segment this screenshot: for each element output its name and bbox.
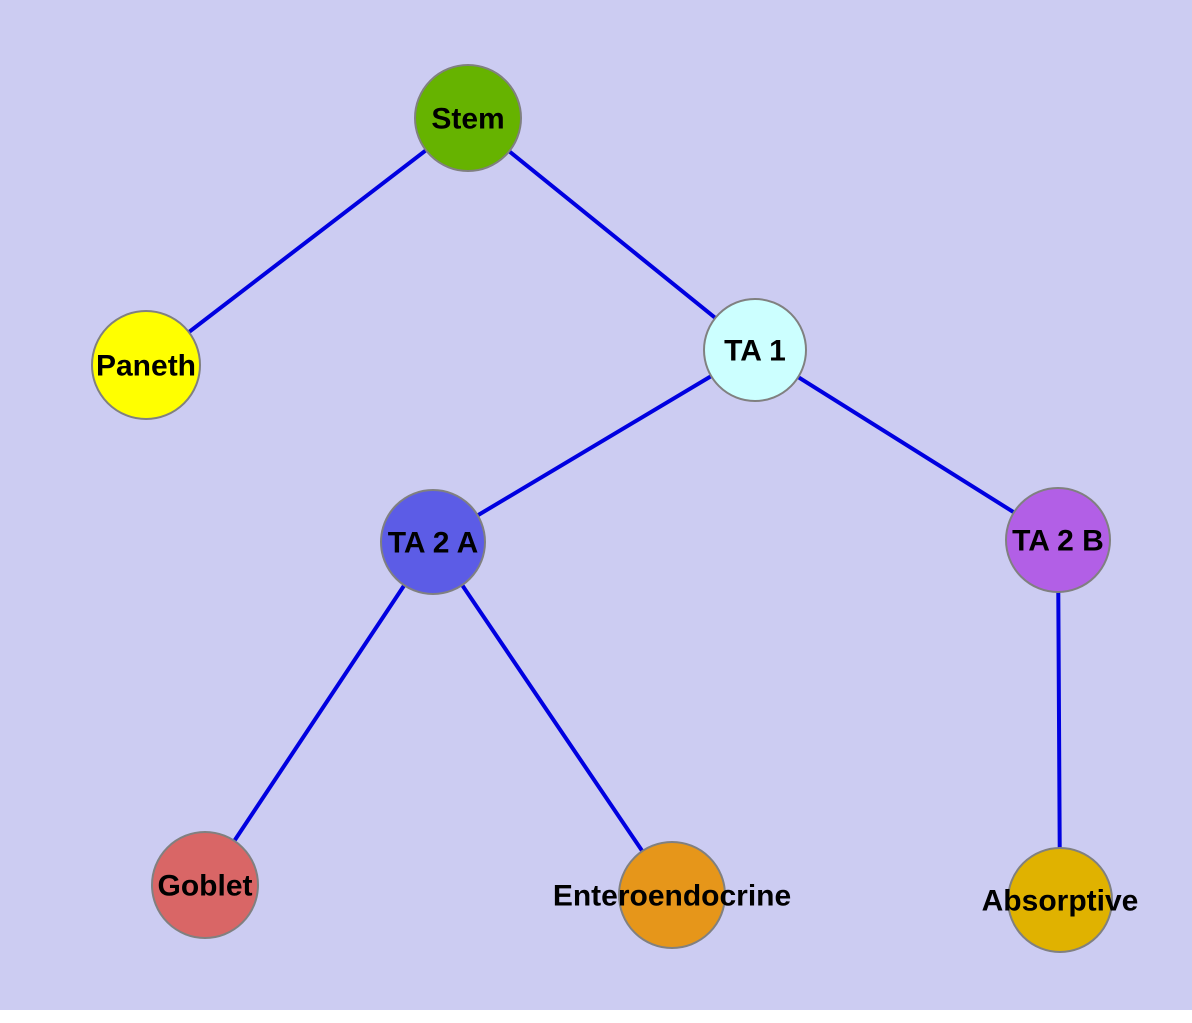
node-paneth[interactable]: Paneth [91,310,201,420]
node-circle-absorptive[interactable] [1007,847,1113,953]
edges-layer [144,116,1062,902]
node-circle-ta-2-a[interactable] [380,489,486,595]
edge-ta-2-a-to-goblet[interactable] [203,540,435,887]
node-circle-ta-1[interactable] [703,298,807,402]
edge-ta-1-to-ta-2-b[interactable] [753,348,1060,542]
node-circle-ta-2-b[interactable] [1005,487,1111,593]
node-circle-enteroendocrine[interactable] [618,841,726,949]
edge-ta-1-to-ta-2-a[interactable] [431,348,757,544]
node-ta-1[interactable]: TA 1 [703,298,807,402]
edge-stem-to-ta-1[interactable] [466,116,757,352]
node-circle-stem[interactable] [414,64,522,172]
node-ta-2-b[interactable]: TA 2 B [1005,487,1111,593]
edge-ta-2-a-to-enteroendocrine[interactable] [431,540,674,897]
node-circle-paneth[interactable] [91,310,201,420]
node-goblet[interactable]: Goblet [151,831,259,939]
edge-ta-2-b-to-absorptive[interactable] [1056,538,1062,902]
edge-stem-to-paneth[interactable] [144,116,470,367]
node-ta-2-a[interactable]: TA 2 A [380,489,486,595]
node-stem[interactable]: Stem [414,64,522,172]
node-circle-goblet[interactable] [151,831,259,939]
